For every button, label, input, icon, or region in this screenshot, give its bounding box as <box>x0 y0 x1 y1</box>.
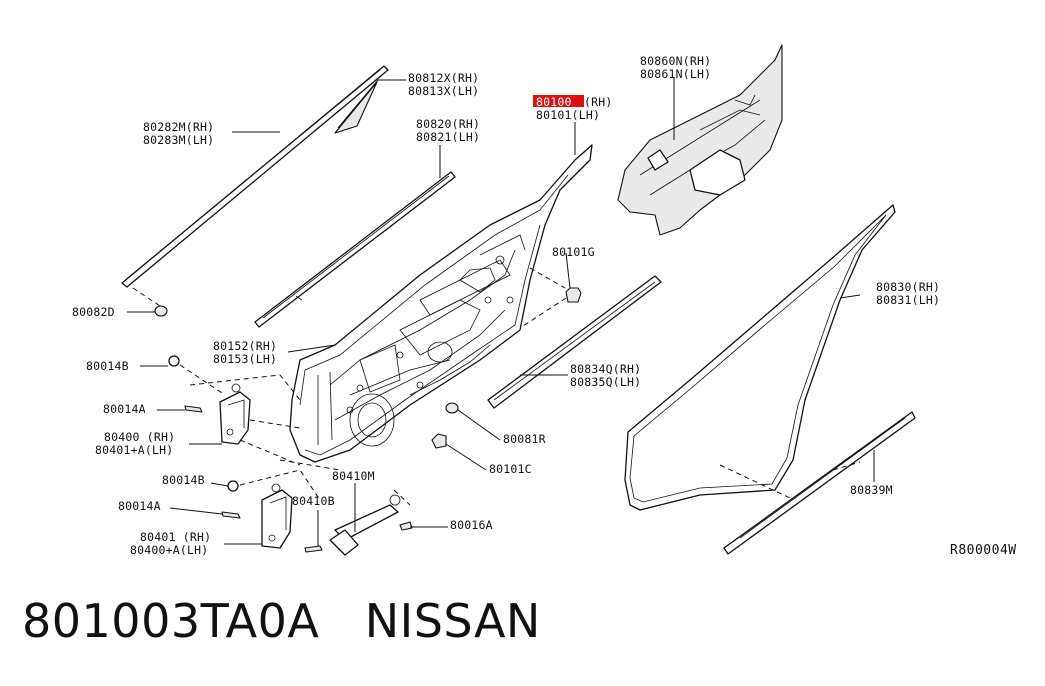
window-channel-strip <box>121 65 389 288</box>
label-80821: 80821(LH) <box>416 130 480 144</box>
sill-strip <box>723 411 916 555</box>
door-panel-trim <box>617 44 783 236</box>
label-80100-highlighted: 80100 <box>536 95 572 109</box>
label-80860n: 80860N(RH) <box>640 54 711 68</box>
label-80014a-lower: 80014A <box>118 499 161 513</box>
label-80820: 80820(RH) <box>416 117 480 131</box>
body-weatherstrip <box>624 204 896 511</box>
label-80400: 80400 (RH) <box>104 430 175 444</box>
part-number: 801003TA0A <box>22 594 320 648</box>
highlight-box <box>533 95 584 107</box>
label-80152: 80152(RH) <box>213 339 277 353</box>
brand-name: NISSAN <box>364 594 541 648</box>
label-80834q: 80834Q(RH) <box>570 362 641 376</box>
plug-80101c <box>431 433 447 449</box>
label-80153: 80153(LH) <box>213 352 277 366</box>
label-80081r: 80081R <box>503 432 546 446</box>
label-80400a: 80400+A(LH) <box>130 543 208 557</box>
label-80016a: 80016A <box>450 518 493 532</box>
diagram-code: R800004W <box>950 543 1017 558</box>
label-80839m: 80839M <box>850 483 893 497</box>
label-80812x: 80812X(RH) <box>408 71 479 85</box>
label-80283m: 80283M(LH) <box>143 133 214 147</box>
label-80100-side: (RH) <box>584 95 613 109</box>
label-80835q: 80835Q(LH) <box>570 375 641 389</box>
door-shell <box>289 144 593 463</box>
label-80830: 80830(RH) <box>876 280 940 294</box>
leader-lines <box>127 78 875 546</box>
part-labels: 80812X(RH) 80813X(LH) 80100 (RH) 80101(L… <box>72 54 940 557</box>
label-80014a-upper: 80014A <box>103 402 146 416</box>
label-80410m: 80410M <box>332 469 375 483</box>
label-80813x: 80813X(LH) <box>408 84 479 98</box>
label-80401a: 80401+A(LH) <box>95 443 173 457</box>
label-80014b-upper: 80014B <box>86 359 129 373</box>
label-80082d: 80082D <box>72 305 115 319</box>
inner-seal-strip <box>254 171 456 328</box>
label-80410b: 80410B <box>292 494 335 508</box>
label-80101g: 80101G <box>552 245 595 259</box>
door-check-strap <box>304 494 413 556</box>
lower-hinge <box>221 480 293 549</box>
caption: 801003TA0A NISSAN <box>22 594 541 648</box>
label-80831: 80831(LH) <box>876 293 940 307</box>
label-80101: 80101(LH) <box>536 108 600 122</box>
label-80282m: 80282M(RH) <box>143 120 214 134</box>
clip-80082d <box>154 305 168 317</box>
upper-hinge <box>168 355 251 445</box>
label-80861n: 80861N(LH) <box>640 67 711 81</box>
corner-sash-piece <box>334 81 378 134</box>
grommet-80101g <box>565 287 582 303</box>
label-80101c: 80101C <box>489 462 532 476</box>
plug-80081r <box>445 402 459 414</box>
label-80014b-lower: 80014B <box>162 473 205 487</box>
label-80401: 80401 (RH) <box>140 530 211 544</box>
